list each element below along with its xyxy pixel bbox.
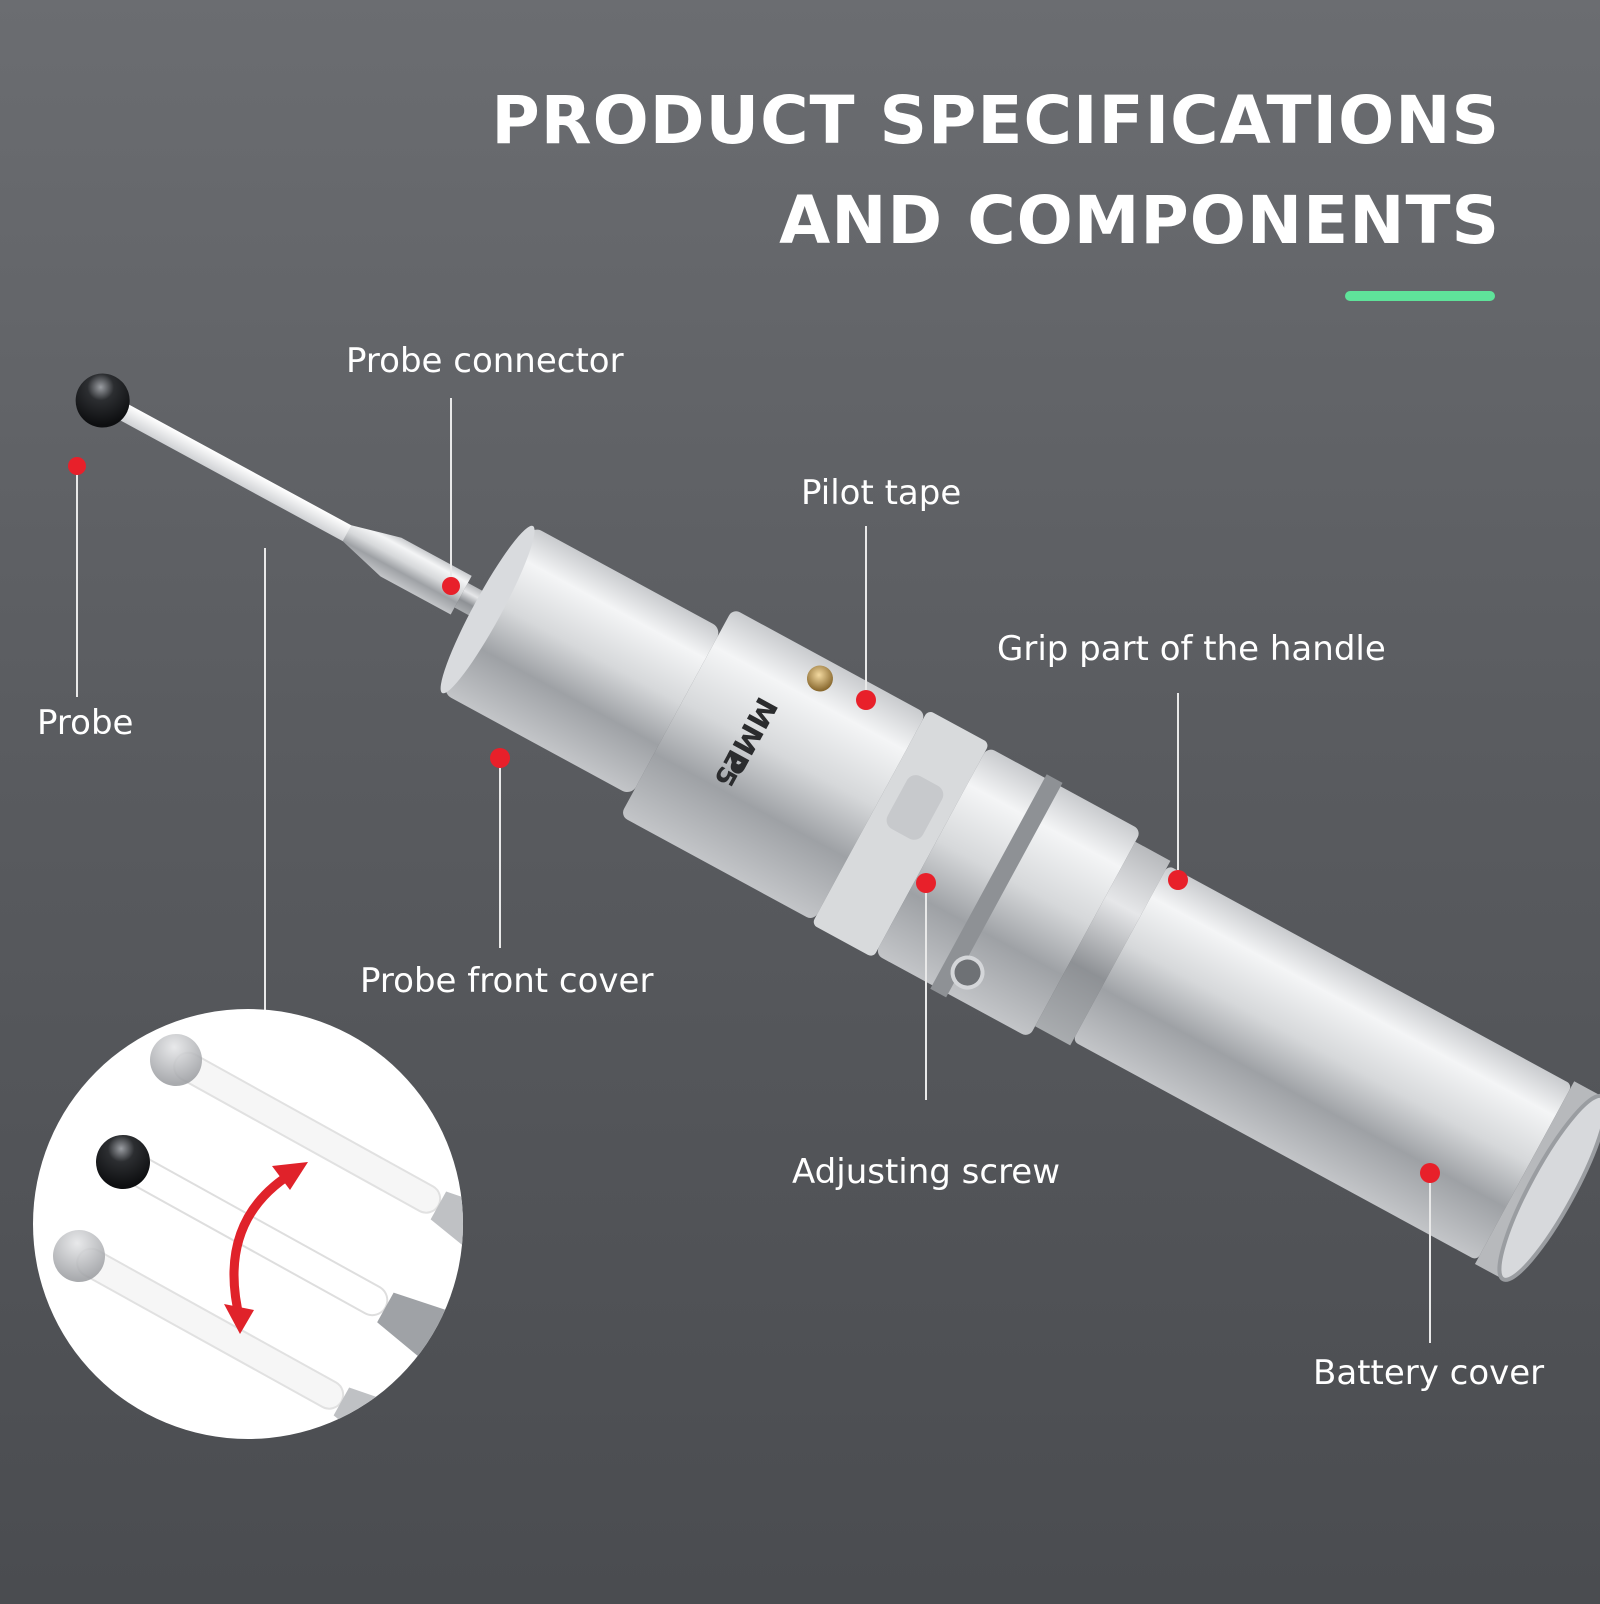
- marker-dots: [68, 457, 1440, 1183]
- pilot-tape-band: [813, 712, 988, 956]
- brass-screw: [806, 665, 833, 692]
- probe-front-cover-body: [445, 529, 719, 793]
- marker-battery-cover: [1420, 1163, 1440, 1183]
- leader-lines: [76, 398, 1431, 1343]
- stylus-swing-inset: [33, 1009, 463, 1439]
- title-line-2: AND COMPONENTS: [779, 182, 1500, 259]
- adjusting-screw-head: [950, 955, 985, 990]
- marker-front-cover: [490, 748, 510, 768]
- label-battery-cover: Battery cover: [1313, 1353, 1545, 1393]
- swing-arrow: [229, 1167, 299, 1325]
- marker-probe: [68, 457, 86, 475]
- probe-connector-cone: [342, 525, 472, 615]
- label-probe-connector: Probe connector: [346, 341, 624, 381]
- battery-cap-face: [1497, 1093, 1600, 1282]
- label-grip: Grip part of the handle: [997, 629, 1386, 669]
- marker-adjusting-screw: [916, 873, 936, 893]
- title-accent-bar: [1345, 291, 1495, 301]
- marker-probe-connector: [442, 577, 460, 595]
- title-line-1: PRODUCT SPECIFICATIONS: [491, 82, 1500, 159]
- label-probe-front-cover: Probe front cover: [360, 961, 654, 1001]
- inset-black-ball: [96, 1135, 150, 1189]
- marker-pilot-tape: [856, 690, 876, 710]
- swing-arrow-head-top: [272, 1162, 308, 1190]
- label-pilot-tape: Pilot tape: [801, 473, 962, 513]
- marker-grip: [1168, 870, 1188, 890]
- label-adjusting-screw: Adjusting screw: [792, 1152, 1061, 1192]
- grip-handle: [1074, 867, 1571, 1259]
- stylus-ball: [75, 373, 130, 428]
- swing-arrow-head-bottom: [224, 1304, 254, 1334]
- label-probe: Probe: [37, 703, 134, 743]
- probe-assembly: MMP 25: [75, 373, 1600, 1282]
